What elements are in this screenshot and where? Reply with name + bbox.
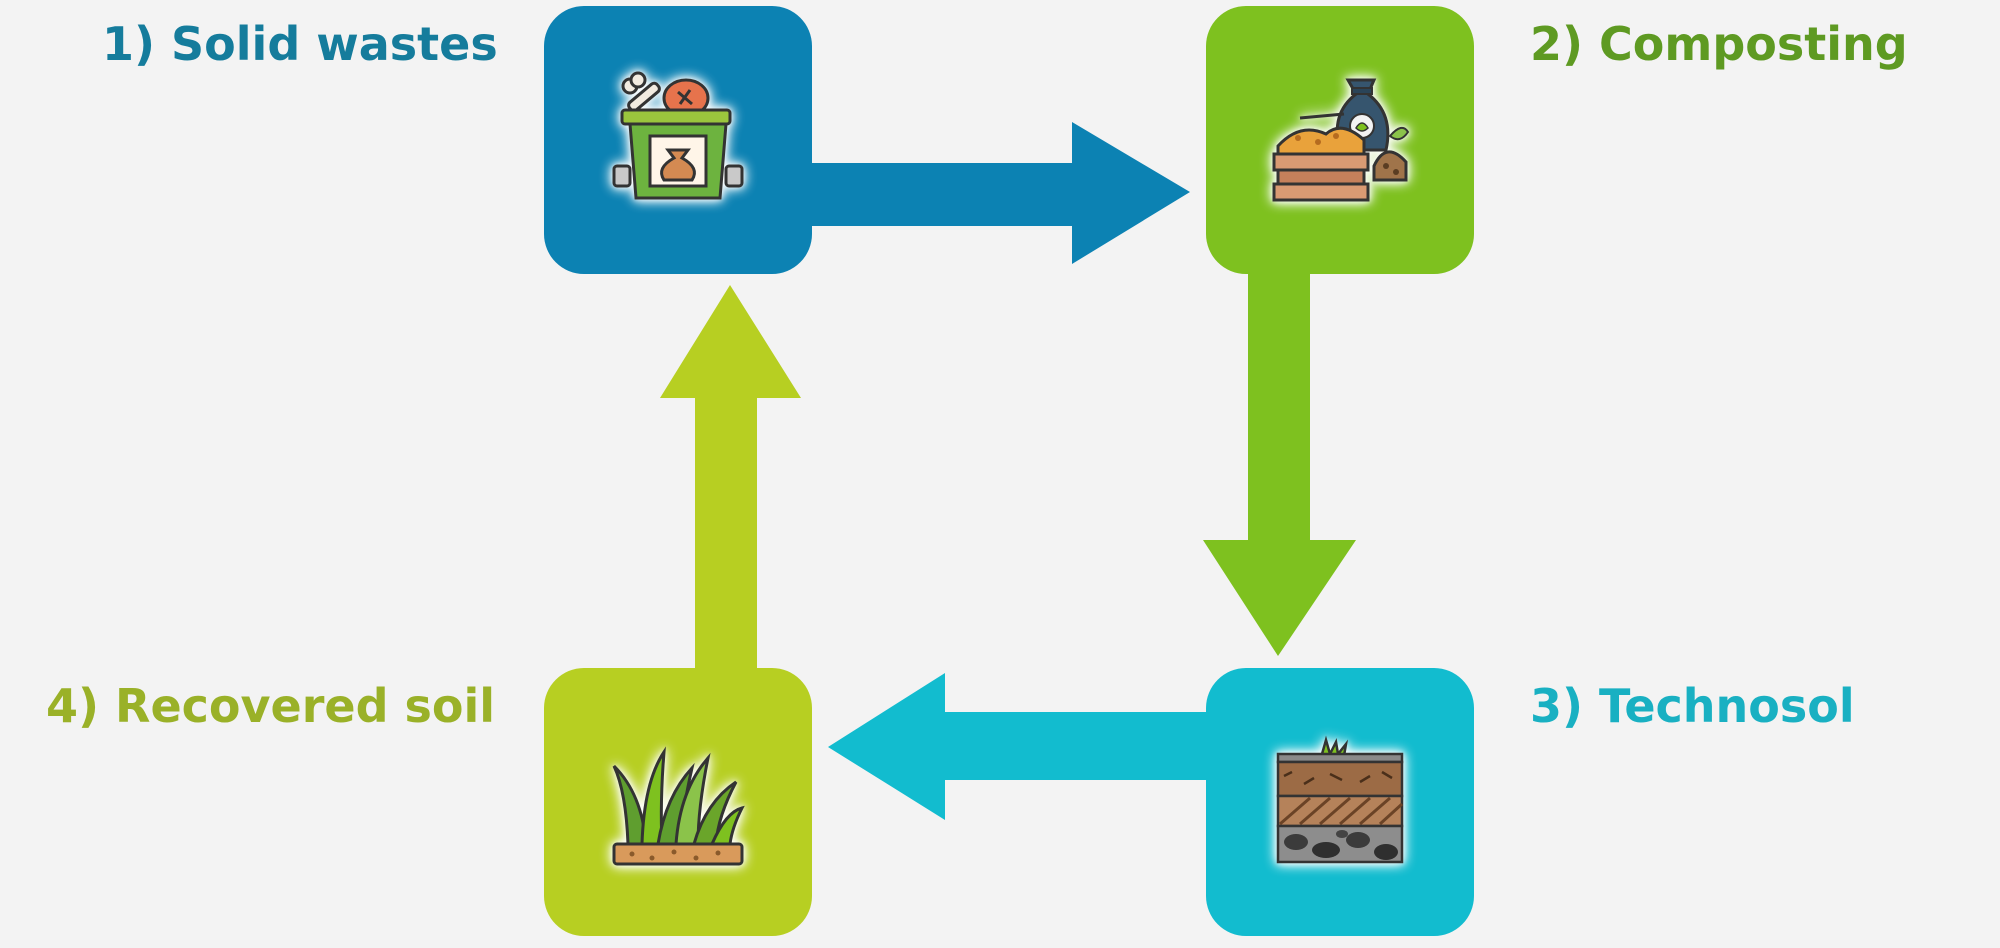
step-tile-technosol: [1206, 668, 1474, 936]
soil-layers-icon: [1276, 735, 1404, 864]
step-tile-composting: [1206, 6, 1474, 274]
step-label-recovered-soil: 4) Recovered soil: [46, 679, 496, 733]
step-tile-recovered-soil: [544, 668, 812, 936]
step-label-composting: 2) Composting: [1530, 17, 1908, 71]
arrow-technosol-to-recovered-soil: [828, 673, 1212, 820]
grass-icon: [612, 746, 745, 866]
step-tile-solid-wastes: [544, 6, 812, 274]
waste-bin-icon: [612, 71, 744, 200]
arrow-recovered-soil-to-solid-wastes: [660, 285, 801, 678]
step-label-solid-wastes: 1) Solid wastes: [102, 17, 498, 71]
step-label-technosol: 3) Technosol: [1530, 679, 1855, 733]
compost-box-icon: [1272, 78, 1410, 202]
arrow-solid-wastes-to-composting: [805, 122, 1190, 264]
arrow-composting-to-technosol: [1203, 268, 1356, 656]
